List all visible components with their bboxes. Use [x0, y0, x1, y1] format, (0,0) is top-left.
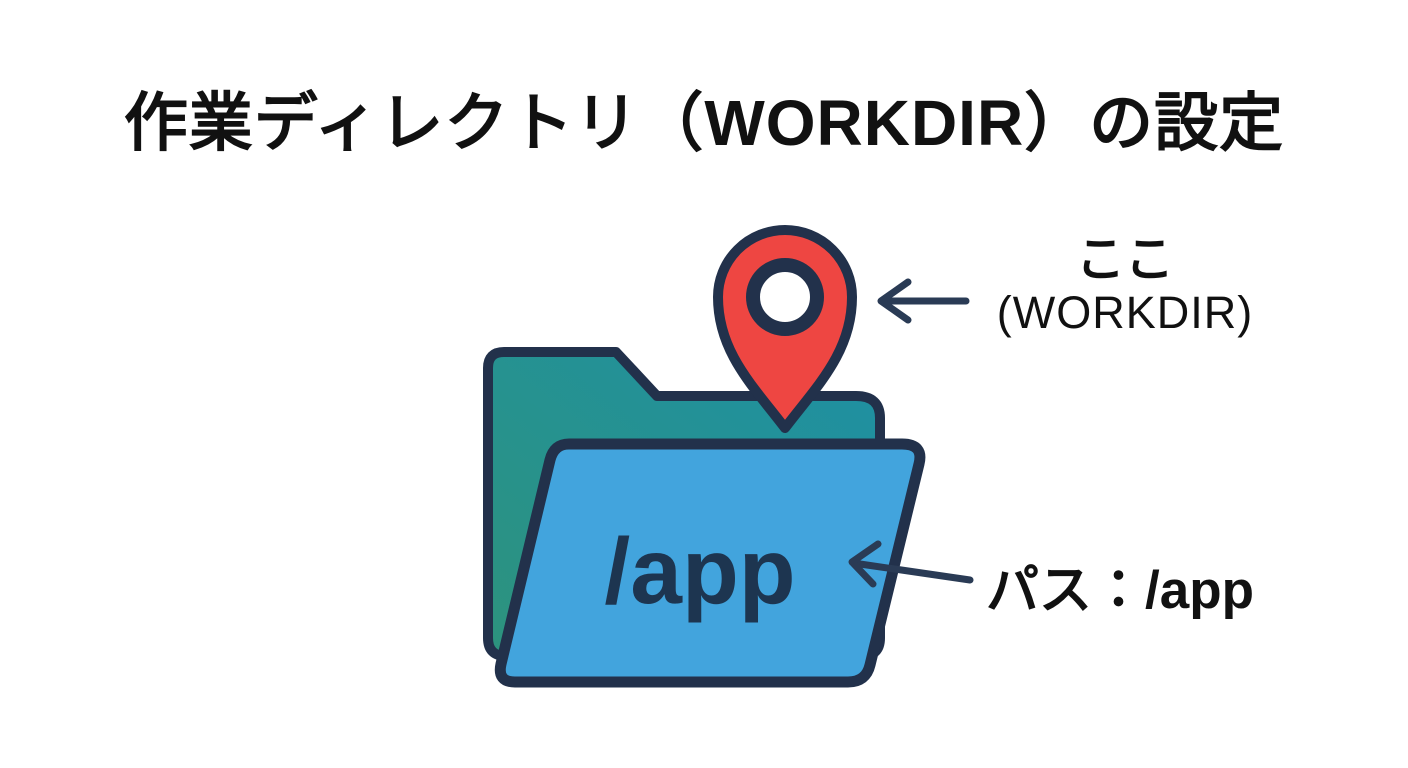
pin-annotation-line2: (WORKDIR) [996, 286, 1254, 338]
page-title: 作業ディレクトリ（WORKDIR）の設定 [123, 87, 1285, 159]
folder-front-shape [494, 438, 926, 688]
location-pin-icon [713, 225, 857, 433]
pin-annotation-line1: ここ [1075, 233, 1174, 287]
arrow-to-pin-icon [877, 278, 970, 324]
path-annotation: パス：/app [986, 561, 1254, 620]
pin-hole [746, 258, 824, 336]
arrow-to-path-icon [848, 540, 974, 588]
folder-path-label: /app [604, 519, 795, 623]
pin-annotation: ここ (WORKDIR) [955, 233, 1295, 337]
